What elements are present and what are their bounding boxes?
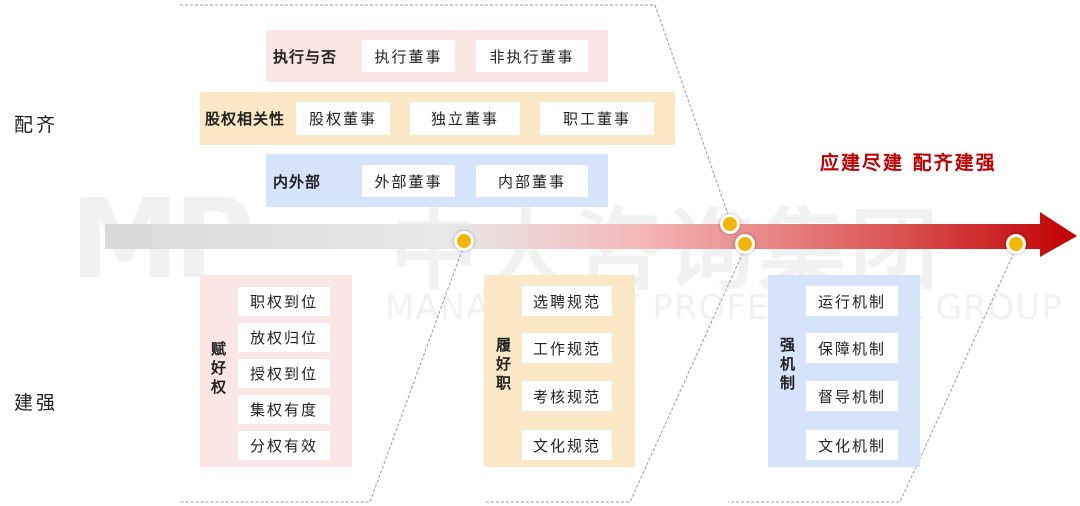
group-perform: 履好职 选聘规范 工作规范 考核规范 文化规范 [484, 275, 635, 467]
cell: 职工董事 [540, 102, 654, 135]
cell: 分权有效 [238, 431, 330, 460]
cell: 职权到位 [238, 287, 330, 316]
group-label: 赋好权 [209, 341, 227, 398]
cell: 外部董事 [362, 165, 455, 197]
row-label: 股权相关性 [205, 110, 286, 128]
cell: 选聘规范 [522, 286, 612, 316]
side-label-top: 配齐 [14, 114, 59, 136]
row-label: 内外部 [273, 173, 322, 191]
cell: 考核规范 [522, 381, 612, 411]
cell: 文化机制 [806, 430, 898, 460]
cell: 独立董事 [410, 102, 520, 135]
cell: 执行董事 [362, 40, 455, 72]
row-label: 执行与否 [273, 48, 338, 66]
group-empower: 赋好权 职权到位 放权归位 授权到位 集权有度 分权有效 [200, 275, 352, 467]
row-executive: 执行与否 执行董事 非执行董事 [266, 30, 608, 82]
cell: 授权到位 [238, 359, 330, 388]
group-mechanism: 强机制 运行机制 保障机制 督导机制 文化机制 [768, 275, 920, 467]
cell: 股权董事 [296, 102, 390, 135]
timeline-dot [720, 214, 740, 234]
group-label: 履好职 [494, 337, 512, 394]
cell: 运行机制 [806, 286, 898, 316]
cell: 集权有度 [238, 395, 330, 424]
timeline-dot [454, 231, 474, 251]
cell: 文化规范 [522, 430, 612, 460]
timeline-dot [1006, 234, 1026, 254]
row-internal-external: 内外部 外部董事 内部董事 [266, 154, 608, 207]
cell: 工作规范 [522, 333, 612, 363]
cell: 放权归位 [238, 323, 330, 352]
timeline-dot [735, 234, 755, 254]
slogan: 应建尽建 配齐建强 [820, 152, 997, 174]
group-label: 强机制 [778, 337, 796, 394]
cell: 内部董事 [476, 165, 588, 197]
cell: 保障机制 [806, 333, 898, 363]
cell: 督导机制 [806, 381, 898, 411]
side-label-bottom: 建强 [14, 392, 59, 414]
row-equity: 股权相关性 股权董事 独立董事 职工董事 [200, 92, 675, 145]
cell: 非执行董事 [476, 40, 588, 72]
